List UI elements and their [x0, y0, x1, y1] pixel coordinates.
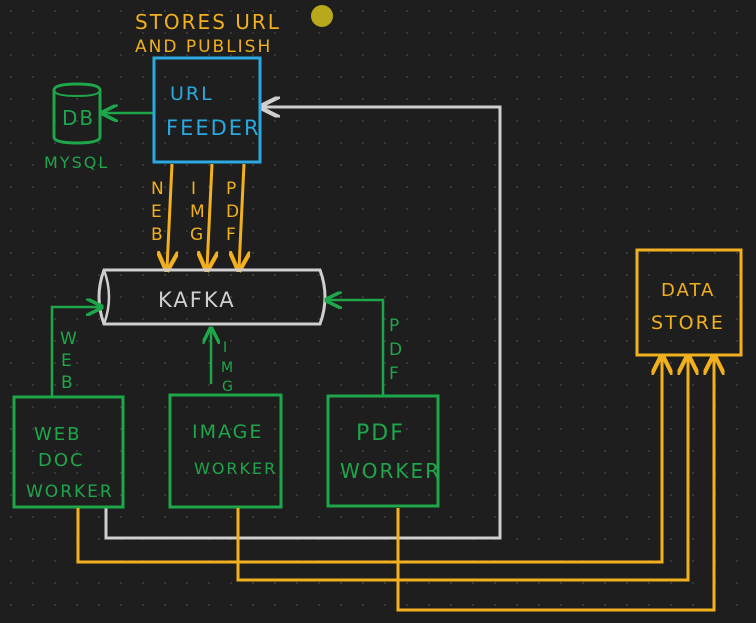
feeder-arrow-web	[167, 163, 172, 268]
feeder-topic-pdf: P D F	[226, 179, 239, 245]
web-doc-worker-box	[12, 395, 125, 509]
url-feeder-box	[152, 56, 262, 164]
svg-text:M: M	[221, 360, 233, 376]
svg-text:P: P	[389, 316, 399, 336]
svg-text:M: M	[190, 202, 205, 222]
svg-text:B: B	[61, 373, 73, 393]
web-worker-to-datastore	[76, 358, 662, 564]
image-worker-line-1: IMAGE	[192, 421, 263, 443]
cursor-pointer-icon	[311, 5, 333, 27]
url-feeder-line-1: URL	[170, 83, 214, 105]
kafka-node: KAFKA	[97, 268, 327, 326]
svg-text:F: F	[226, 225, 236, 245]
svg-text:N: N	[151, 179, 164, 199]
svg-text:G: G	[190, 225, 203, 245]
worker-topic-pdf: P D F	[389, 316, 402, 384]
annotation-line-2: AND PUBLISH	[135, 37, 272, 57]
web-doc-worker-line-1: WEB	[34, 424, 82, 445]
web-doc-worker-line-2: DOC	[38, 450, 85, 471]
web-doc-worker-line-3: WORKER	[26, 482, 114, 502]
pdf-worker-line-1: PDF	[356, 421, 405, 446]
data-store-line-2: STORE	[651, 312, 725, 334]
url-feeder-line-2: FEEDER	[166, 116, 261, 140]
feeder-topic-web: N E B	[151, 179, 164, 245]
pdf-worker-box	[326, 394, 440, 508]
worker-topic-img: I M G	[221, 340, 233, 395]
db-caption: MYSQL	[44, 153, 109, 172]
worker-topic-web: W E B	[60, 329, 77, 393]
svg-text:I: I	[191, 179, 196, 199]
svg-text:D: D	[226, 202, 239, 222]
return-line-to-feeder	[104, 107, 502, 540]
svg-text:E: E	[61, 351, 72, 371]
kafka-label: KAFKA	[158, 288, 236, 312]
feeder-arrow-pdf	[239, 163, 244, 268]
svg-text:I: I	[223, 340, 227, 356]
image-worker-to-datastore	[236, 358, 688, 582]
pdf-worker-line-2: WORKER	[340, 459, 441, 483]
data-store-line-1: DATA	[661, 280, 715, 301]
svg-text:G: G	[222, 379, 233, 395]
svg-text:E: E	[151, 202, 162, 222]
svg-text:D: D	[389, 340, 402, 360]
web-worker-to-kafka	[50, 307, 100, 396]
db-label: DB	[62, 106, 95, 130]
image-worker-box	[168, 393, 283, 509]
image-worker-line-2: WORKER	[194, 459, 277, 478]
db-node: DB	[52, 82, 102, 145]
pdf-worker-to-kafka	[328, 300, 385, 396]
pdf-worker-to-datastore	[396, 358, 714, 612]
feeder-topic-img: I M G	[190, 179, 205, 245]
svg-text:P: P	[226, 179, 236, 199]
data-store-box	[635, 248, 743, 357]
annotation-line-1: STORES URL	[135, 10, 281, 34]
svg-text:B: B	[151, 225, 163, 245]
svg-text:F: F	[389, 364, 399, 384]
feeder-arrow-img	[207, 163, 212, 268]
svg-text:W: W	[60, 329, 77, 349]
